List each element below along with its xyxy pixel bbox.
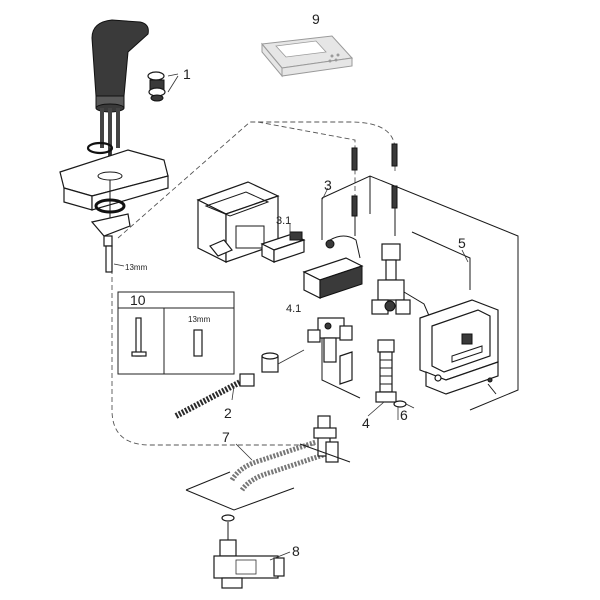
electronic-module bbox=[260, 231, 306, 263]
callout-9: 9 bbox=[312, 11, 320, 27]
solenoid-block bbox=[302, 235, 364, 299]
wrench-size-label: 13mm bbox=[125, 263, 148, 272]
callout-2: 2 bbox=[224, 405, 232, 421]
callout-10: 10 bbox=[130, 292, 146, 308]
remote-control bbox=[261, 35, 354, 78]
sealing-ring bbox=[393, 400, 415, 409]
callout-labels: 1 2 3 3.1 4 4.1 5 6 7 8 9 10 bbox=[130, 11, 466, 559]
solenoid-valve bbox=[371, 243, 434, 324]
connection-nut bbox=[261, 349, 305, 373]
mixing-valve bbox=[307, 317, 353, 385]
supply-hoses bbox=[185, 415, 351, 511]
callout-7: 7 bbox=[222, 429, 230, 445]
cover-plate bbox=[419, 299, 499, 395]
callout-4-1: 4.1 bbox=[286, 303, 301, 315]
inset-part-10: 13mm bbox=[117, 291, 235, 375]
inset-wrench-size-label: 13mm bbox=[188, 315, 211, 324]
flexible-hose bbox=[174, 373, 255, 419]
cable-connectors bbox=[351, 143, 398, 236]
callout-3: 3 bbox=[324, 177, 332, 193]
callout-8: 8 bbox=[292, 543, 300, 559]
callout-1: 1 bbox=[183, 66, 191, 82]
callout-3-1: 3.1 bbox=[276, 215, 291, 227]
mounting-frame bbox=[321, 175, 519, 411]
aerator-parts bbox=[147, 71, 179, 102]
basin-section: 13mm bbox=[59, 141, 169, 273]
thermostatic-mixer bbox=[213, 514, 285, 589]
leader-lines bbox=[231, 187, 469, 561]
callout-4: 4 bbox=[362, 415, 370, 431]
callout-6: 6 bbox=[400, 407, 408, 423]
callout-5: 5 bbox=[458, 235, 466, 251]
filter-cartridge bbox=[375, 339, 397, 403]
faucet-body bbox=[91, 19, 149, 172]
